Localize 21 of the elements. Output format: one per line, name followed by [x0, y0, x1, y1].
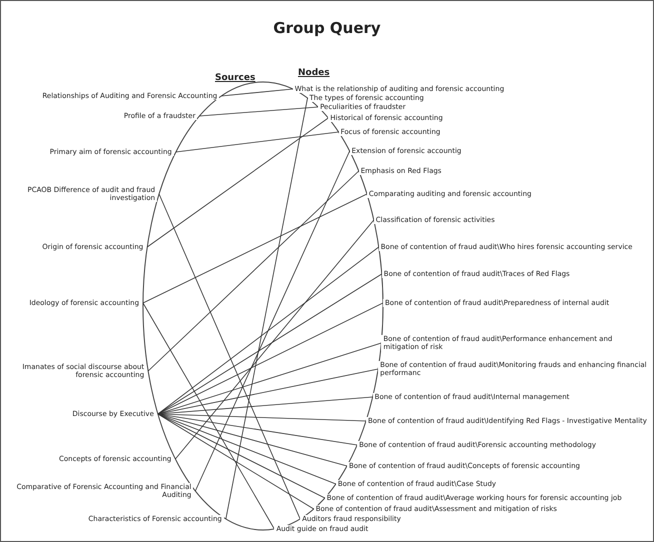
connector-line — [142, 194, 368, 304]
connector-line — [148, 170, 360, 372]
connector-line — [175, 132, 339, 152]
connector-line — [157, 414, 326, 498]
connector-line — [157, 414, 314, 510]
connector-line — [199, 106, 318, 116]
connector-line — [157, 414, 358, 446]
connector-line — [142, 302, 275, 530]
connector-line — [157, 274, 382, 414]
title: Group Query — [272, 18, 382, 39]
connector-line — [225, 98, 308, 520]
connector-line — [220, 88, 294, 96]
connector-line — [157, 246, 380, 414]
connector-line — [158, 194, 301, 520]
column-heading: Sources — [215, 72, 256, 85]
column-heading: Nodes — [298, 67, 330, 80]
connector-line — [194, 150, 350, 492]
connector-line — [146, 118, 329, 248]
connector-line — [174, 220, 374, 460]
connector-line — [157, 342, 382, 414]
connector-line — [157, 302, 384, 414]
